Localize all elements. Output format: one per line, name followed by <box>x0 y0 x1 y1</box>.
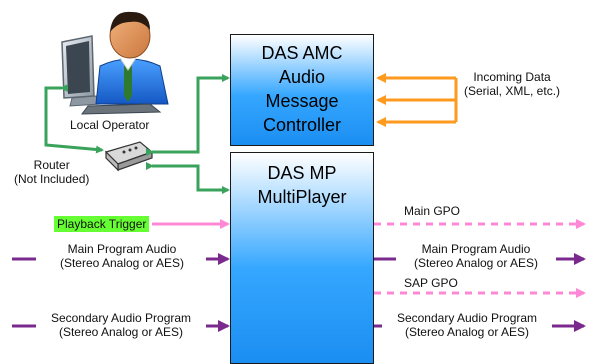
amc-title-line4: Controller <box>262 115 342 135</box>
operator-label: Local Operator <box>70 118 150 132</box>
router-label: Router (Not Included) <box>14 158 89 186</box>
sap-out-label: Secondary Audio Program (Stereo Analog o… <box>382 311 552 339</box>
mp-title-line2: MultiPlayer <box>257 187 347 207</box>
operator-router-link <box>44 84 104 154</box>
incoming-data-line1: Incoming Data <box>473 70 551 84</box>
sap-in-line2: (Stereo Analog or AES) <box>58 325 184 339</box>
sap-gpo-label: SAP GPO <box>404 276 458 290</box>
amc-title-line3: Message <box>265 91 339 111</box>
main-audio-in-line1: Main Program Audio <box>67 242 177 256</box>
sap-out-line1: Secondary Audio Program <box>396 311 538 325</box>
incoming-data-label: Incoming Data (Serial, XML, etc.) <box>464 70 560 98</box>
sap-in-line1: Secondary Audio Program <box>50 311 192 325</box>
main-audio-in-label: Main Program Audio (Stereo Analog or AES… <box>40 242 204 270</box>
mp-box: DAS MP MultiPlayer <box>230 152 374 364</box>
sap-out-line2: (Stereo Analog or AES) <box>404 325 530 339</box>
incoming-data-arrows <box>376 73 458 127</box>
router-icon <box>104 141 154 172</box>
main-audio-in-line2: (Stereo Analog or AES) <box>59 256 185 270</box>
main-audio-out-line2: (Stereo Analog or AES) <box>413 256 539 270</box>
router-label-line1: Router <box>33 158 70 172</box>
router-label-line2: (Not Included) <box>14 172 90 186</box>
amc-title-line1: DAS AMC <box>261 43 343 63</box>
router-mp-link <box>146 162 230 194</box>
incoming-data-line2: (Serial, XML, etc.) <box>464 84 561 98</box>
amc-title-line2: Audio <box>278 67 326 87</box>
main-audio-out-line1: Main Program Audio <box>421 242 531 256</box>
operator-icon <box>61 11 169 115</box>
sap-in-label: Secondary Audio Program (Stereo Analog o… <box>36 311 206 339</box>
main-audio-out-label: Main Program Audio (Stereo Analog or AES… <box>396 242 556 270</box>
mp-title-line1: DAS MP <box>267 163 337 183</box>
router-amc-link <box>146 74 230 156</box>
playback-trigger-badge: Playback Trigger <box>54 216 150 232</box>
amc-box: DAS AMC Audio Message Controller <box>230 34 374 146</box>
main-gpo-label: Main GPO <box>404 204 461 218</box>
